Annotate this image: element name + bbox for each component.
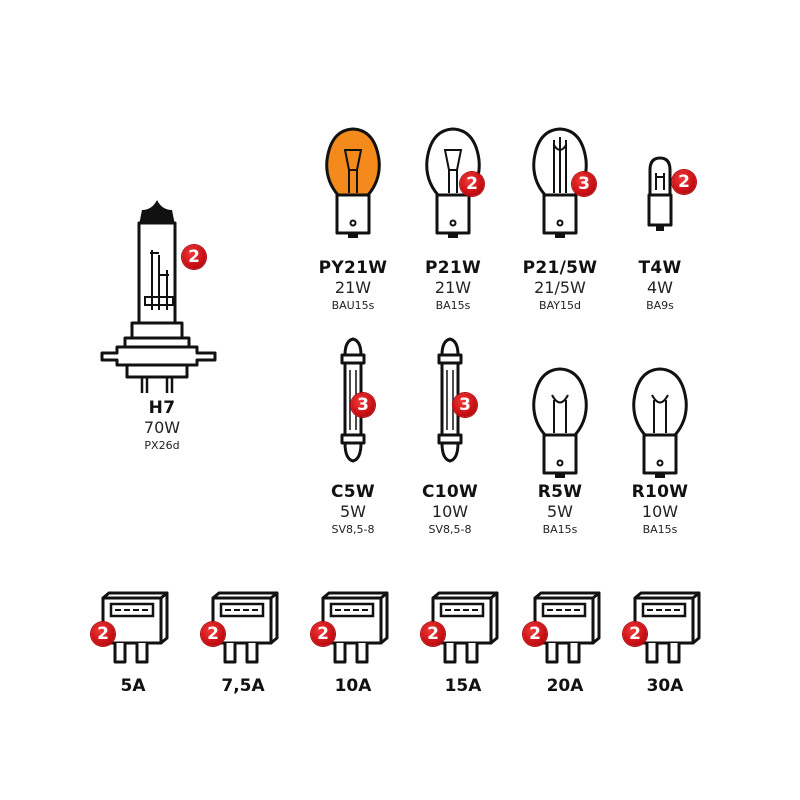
- blade-fuse-icon: [515, 590, 615, 670]
- fuse-rating: 5A: [120, 676, 146, 696]
- fuse-item: 30A: [615, 590, 715, 696]
- blade-fuse-icon: [83, 590, 183, 670]
- bulb-wattage: 10W: [431, 502, 469, 521]
- quantity-badge: 2: [311, 622, 335, 646]
- bulb-name: T4W: [638, 258, 682, 278]
- bulb-wattage: 21/5W: [534, 278, 586, 297]
- bulb-label: PY21W 21W BAU15s: [283, 258, 423, 314]
- fuse-item: 10A: [303, 590, 403, 696]
- bulb-base-type: PX26d: [144, 439, 180, 452]
- bulb-base-type: SV8,5-8: [428, 523, 472, 536]
- bulb-base-type: BA9s: [646, 299, 674, 312]
- fuse-item: 5A: [83, 590, 183, 696]
- bulb-name: P21/5W: [522, 258, 598, 278]
- quantity-badge: 2: [182, 245, 206, 269]
- bulb-wattage: 5W: [340, 502, 366, 521]
- bulb-label: P21W 21W BA15s: [383, 258, 523, 314]
- bulb-base-type: BAY15d: [539, 299, 581, 312]
- fuse-rating: 10A: [334, 676, 372, 696]
- quantity-badge: 2: [91, 622, 115, 646]
- bulb-item-h7: [92, 195, 232, 395]
- bulb-item-r10w: [590, 365, 730, 485]
- blade-fuse-icon: [193, 590, 293, 670]
- bulb-label: R10W 10W BA15s: [590, 482, 730, 538]
- fuse-item: 15A: [413, 590, 513, 696]
- quantity-badge: 2: [672, 170, 696, 194]
- bulb-name: C10W: [421, 482, 479, 502]
- bulb-item-r5w: [490, 365, 630, 485]
- bulb-wattage: 21W: [434, 278, 472, 297]
- bulb-name: H7: [148, 398, 176, 418]
- round-bulb-icon: [490, 365, 630, 485]
- bulb-name: P21W: [424, 258, 482, 278]
- bulb-wattage: 5W: [547, 502, 573, 521]
- blade-fuse-icon: [615, 590, 715, 670]
- bulb-wattage: 21W: [334, 278, 372, 297]
- bulb-base-type: SV8,5-8: [331, 523, 375, 536]
- fuse-item: 20A: [515, 590, 615, 696]
- bulb-label: C5W 5W SV8,5-8: [283, 482, 423, 538]
- bulb-label: C10W 10W SV8,5-8: [380, 482, 520, 538]
- bulb-name: R5W: [537, 482, 583, 502]
- quantity-badge: 2: [421, 622, 445, 646]
- fuse-rating: 7,5A: [221, 676, 265, 696]
- small-bulb-icon: [590, 155, 730, 235]
- bulb-name: PY21W: [318, 258, 388, 278]
- fuse-rating: 30A: [646, 676, 684, 696]
- bulb-label: H7 70W PX26d: [92, 398, 232, 454]
- bulb-label: T4W 4W BA9s: [590, 258, 730, 314]
- bulb-base-type: BA15s: [642, 523, 678, 536]
- bulb-base-type: BA15s: [542, 523, 578, 536]
- round-bulb-icon: [590, 365, 730, 485]
- bulb-name: C5W: [331, 482, 375, 502]
- quantity-badge: 2: [623, 622, 647, 646]
- bulb-item-c10w: [380, 335, 520, 465]
- festoon-bulb-icon: [380, 335, 520, 465]
- bulb-base-type: BAU15s: [331, 299, 375, 312]
- fuse-item: 7,5A: [193, 590, 293, 696]
- quantity-badge: 3: [453, 393, 477, 417]
- bulb-wattage: 10W: [641, 502, 679, 521]
- bulb-wattage: 4W: [647, 278, 673, 297]
- bulb-item-t4w: [590, 155, 730, 235]
- h7-halogen-bulb-icon: [92, 195, 232, 395]
- bulb-name: R10W: [631, 482, 689, 502]
- blade-fuse-icon: [413, 590, 513, 670]
- bulb-item-py21w: [283, 125, 423, 245]
- quantity-badge: 3: [572, 172, 596, 196]
- fuse-rating: 20A: [546, 676, 584, 696]
- quantity-badge: 2: [523, 622, 547, 646]
- bulb-base-type: BA15s: [435, 299, 471, 312]
- bulb-wattage: 70W: [143, 418, 181, 437]
- fuse-rating: 15A: [444, 676, 482, 696]
- quantity-badge: 2: [201, 622, 225, 646]
- blade-fuse-icon: [303, 590, 403, 670]
- amber-indicator-bulb-icon: [283, 125, 423, 245]
- quantity-badge: 2: [460, 172, 484, 196]
- bulb-label: R5W 5W BA15s: [490, 482, 630, 538]
- quantity-badge: 3: [351, 393, 375, 417]
- bulb-label: P21/5W 21/5W BAY15d: [490, 258, 630, 314]
